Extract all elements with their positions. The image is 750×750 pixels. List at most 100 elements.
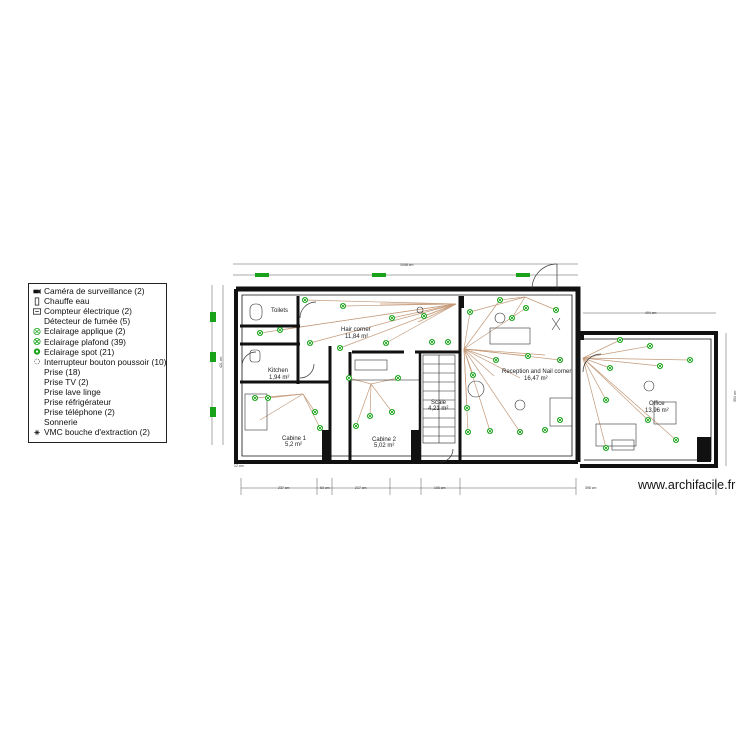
wire-line	[469, 296, 526, 313]
wire-line	[582, 345, 651, 359]
wire-line	[463, 348, 495, 377]
legend-item-label: Compteur électrique (2)	[44, 306, 132, 317]
wire-line	[369, 383, 372, 417]
ceiling-light-icon	[522, 304, 530, 312]
wire-line	[524, 296, 557, 311]
room-hair-corner-name: Hair corner	[341, 327, 371, 333]
ceiling-light-icon	[464, 428, 472, 436]
wire-line	[582, 357, 649, 421]
dim-bottom-1: 237 cm	[278, 486, 290, 490]
wire-line	[463, 348, 468, 409]
room-kitchen-area: 1,94 m²	[269, 375, 289, 381]
room-toilets-name: Toilets	[271, 308, 288, 314]
legend-item: Compteur électrique (2)	[32, 306, 166, 316]
dim-left-side: 421 cm	[219, 356, 223, 368]
wire-line	[463, 348, 521, 379]
legend-item: Prise lave linge	[32, 387, 166, 397]
legend-item: Prise téléphone (2)	[32, 407, 166, 417]
ceiling-light-icon	[602, 396, 610, 404]
ceiling-light-icon	[541, 426, 549, 434]
dim-bottom-4: 106 cm	[434, 486, 446, 490]
wire-line	[582, 357, 691, 361]
wire-line	[370, 383, 393, 413]
ceiling-light-icon	[656, 362, 664, 370]
room-office-area: 13,96 m²	[645, 408, 669, 414]
legend-item: Prise réfrigérateur	[32, 397, 166, 407]
ceiling-light-icon	[276, 326, 284, 334]
wire-line	[370, 377, 399, 385]
wire-line	[463, 307, 527, 350]
spot-light-icon	[33, 348, 41, 355]
legend-item-label: Chauffe eau	[44, 296, 90, 307]
ceiling-light-icon	[382, 339, 390, 347]
legend-item: Eclairage applique (2)	[32, 326, 166, 336]
staircase	[422, 354, 456, 444]
dim-bottom-2: 60 cm	[320, 486, 330, 490]
ceiling-light-icon	[420, 312, 428, 320]
ceiling-light-icon	[251, 394, 259, 402]
wire-line	[385, 303, 457, 344]
wire-line	[463, 348, 521, 433]
wire-line	[348, 377, 372, 385]
ceiling-light-icon	[306, 339, 314, 347]
wire-line	[302, 393, 321, 429]
ceiling-light-icon	[556, 416, 564, 424]
legend-item-label: Prise réfrigérateur	[44, 397, 112, 408]
fridge-socket-icon	[32, 398, 42, 407]
dimension-tags	[210, 273, 530, 417]
light-fixtures	[251, 296, 694, 452]
ceiling-light-icon	[256, 329, 264, 337]
dim-bottom-3: 217 cm	[355, 486, 367, 490]
ceiling-light-icon	[486, 427, 494, 435]
wire-line	[499, 296, 526, 301]
ceiling-light-icon	[602, 444, 610, 452]
smoke-detector-icon	[32, 317, 42, 326]
ceiling-light-icon	[463, 404, 471, 412]
room-reception-name: Reception and Nail corner	[502, 369, 571, 375]
ceiling-light-icon	[444, 338, 452, 346]
wire-line	[463, 348, 546, 356]
dim-right-side: 354 cm	[733, 390, 737, 402]
wire-line	[463, 311, 471, 350]
legend-item-label: Interrupteur bouton poussoir (10)	[44, 356, 167, 367]
room-office-name: Office	[649, 401, 665, 407]
room-kitchen-name: Kitchen	[268, 368, 288, 374]
room-scale-area: 4,21 m²	[428, 406, 448, 412]
room-cabine1-area: 5,2 m²	[285, 442, 302, 448]
ceiling-light-icon	[345, 374, 353, 382]
walls	[234, 286, 718, 468]
watermark: www.archifacile.fr	[638, 478, 736, 492]
legend-item: Prise TV (2)	[32, 377, 166, 387]
dim-top-total: 1048 cm	[400, 263, 414, 267]
ceiling-light-icon	[606, 364, 614, 372]
water-heater-icon	[34, 297, 40, 306]
ceiling-light-icon	[428, 338, 436, 346]
legend-item: Interrupteur bouton poussoir (10)	[32, 357, 166, 367]
legend-item-label: Prise (18)	[44, 366, 81, 377]
room-cabine2-area: 5,02 m²	[374, 443, 394, 449]
ceiling-light-icon	[496, 296, 504, 304]
legend-item-label: Prise lave linge	[44, 386, 101, 397]
ceiling-light-icon	[672, 436, 680, 444]
washing-machine-socket-icon	[32, 387, 42, 396]
ceiling-light-icon	[556, 356, 564, 364]
furniture	[244, 303, 677, 451]
ceiling-light-icon	[524, 352, 532, 360]
wire-line	[463, 348, 561, 361]
ceiling-light-icon	[301, 296, 309, 304]
tv-socket-icon	[32, 377, 42, 386]
legend-item: VMC bouche d'extraction (2)	[32, 427, 166, 437]
wire-line	[582, 357, 677, 441]
wire-line	[279, 303, 457, 331]
wire-line	[342, 303, 457, 307]
legend-item: Eclairage spot (21)	[32, 347, 166, 357]
wire-line	[463, 348, 491, 432]
ceiling-light-icon	[616, 336, 624, 344]
room-reception-area: 16,47 m²	[524, 376, 548, 382]
wire-line	[355, 383, 372, 427]
electrical-wires	[254, 296, 691, 449]
legend-item-label: Caméra de surveillance (2)	[44, 286, 145, 297]
